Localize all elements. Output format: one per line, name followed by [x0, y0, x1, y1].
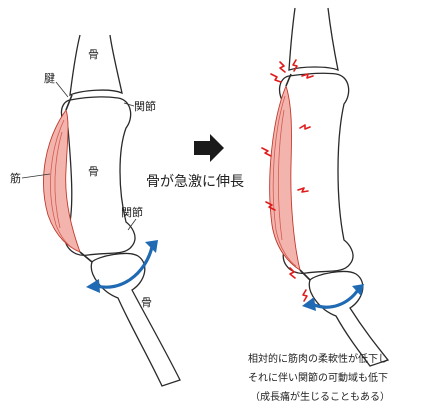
transition-arrow — [194, 134, 224, 162]
right-motion-arrowhead-start — [302, 297, 316, 311]
transition-caption: 骨が急激に伸長 — [146, 173, 244, 190]
left-figure: 骨 腱 関節 筋 骨 関節 骨 — [10, 35, 180, 386]
tension-mark-10 — [303, 290, 307, 301]
label-muscle: 筋 — [10, 171, 21, 185]
right-figure: 相対的に筋肉の柔軟性が低下し それに伴い関節の可動域も低下 （成長痛が生じること… — [248, 8, 390, 403]
tension-mark-5 — [262, 148, 271, 156]
tension-mark-3 — [271, 74, 281, 82]
label-tendon: 腱 — [44, 72, 55, 85]
note-line-3: （成長痛が生じることもある） — [250, 390, 390, 403]
label-bone-middle: 骨 — [88, 165, 99, 178]
label-joint-bottom: 関節 — [121, 205, 143, 219]
label-bone-top: 骨 — [88, 48, 99, 61]
right-lower-bone — [309, 272, 388, 366]
left-motion-arrowhead-start — [86, 279, 100, 293]
tension-mark-1 — [280, 62, 285, 72]
left-upper-bone — [70, 35, 122, 95]
transition: 骨が急激に伸長 — [146, 134, 244, 190]
note-line-1: 相対的に筋肉の柔軟性が低下し — [248, 352, 388, 365]
label-bone-bottom: 骨 — [141, 296, 152, 309]
note-line-2: それに伴い関節の可動域も低下 — [248, 371, 388, 384]
label-joint-top: 関節 — [134, 99, 156, 113]
leader-tendon — [56, 82, 68, 97]
